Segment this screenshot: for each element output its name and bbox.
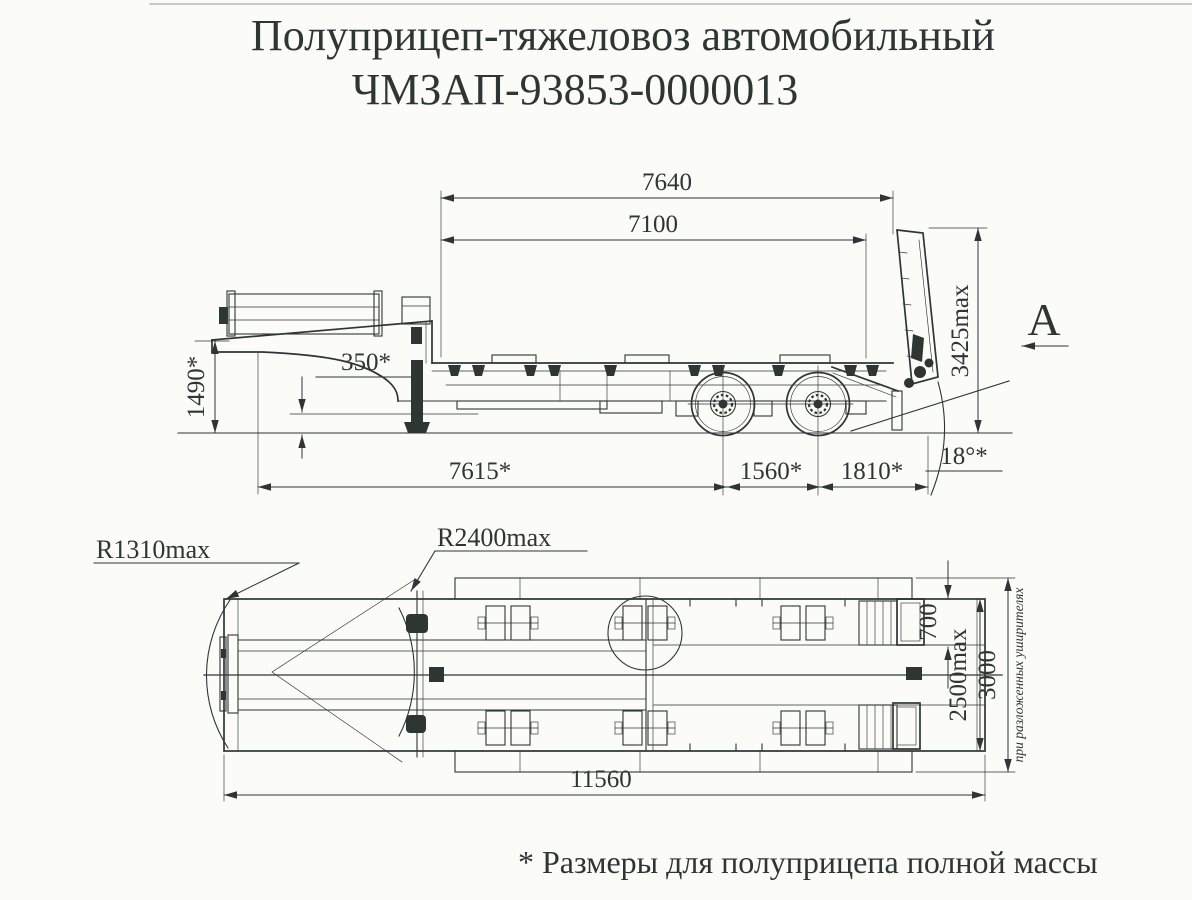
wheel-pair (772, 605, 834, 641)
axle-centerlines (687, 365, 854, 496)
view-label-a: А (1027, 294, 1060, 345)
dim-3000-group: 3000 (915, 577, 1016, 773)
dim-base-bogie: 1560* (740, 458, 803, 485)
deck-details (456, 354, 867, 417)
deck-frame-top (645, 598, 986, 752)
drawing-title-line1: Полуприцеп-тяжеловоз автомобильный (251, 11, 995, 60)
rear-ramps-top (858, 598, 925, 750)
dim-2500-group: 2500max (945, 598, 984, 752)
landing-gear-top (406, 590, 444, 758)
dim-1490-group: 1490* (183, 340, 230, 434)
wheel-pair (772, 710, 834, 746)
landing-gear (404, 327, 430, 433)
spare-wheel-circle (607, 595, 683, 671)
dim-base-front: 7615* (449, 458, 512, 485)
r1310-arc (205, 599, 231, 749)
footnote: * Размеры для полуприцепа полной массы (518, 844, 1098, 880)
wheel-pair (614, 710, 676, 746)
loading-ramp-raised (896, 229, 946, 496)
gooseneck-frame-top (219, 634, 647, 714)
dim-length-top: 7640 (642, 169, 692, 196)
wheel-pair (477, 605, 539, 641)
rear-frame (830, 365, 903, 431)
dim-11560-group: 11560 (223, 754, 986, 802)
drawing-title-line2: ЧМЗАП-93853-0000013 (352, 65, 799, 114)
dim-7100-group: 7100 (440, 211, 867, 359)
swing-radius-arcs (205, 579, 415, 763)
stake-pockets (448, 365, 879, 376)
dim-height-front: 1490* (183, 356, 210, 419)
dim-clearance: 350* (341, 349, 391, 376)
king-pin (429, 667, 444, 682)
dim-350-group: 350* (298, 349, 418, 459)
departure-angle-line (850, 380, 1010, 432)
wheels-top-view (477, 595, 834, 746)
ramp-swing-arc (930, 381, 946, 496)
label-radius-neck: R2400max (437, 523, 551, 552)
dim-ramp-width: 700 (915, 603, 942, 641)
dim-ramp-angle: 18°* (940, 443, 988, 470)
wideners-note: при разложенных уширителях (1011, 588, 1026, 763)
dim-length-platform: 7100 (628, 211, 678, 238)
dim-7640-group: 7640 (440, 169, 894, 358)
top-view: R1310max R2400max 700 2500max 3000 при р… (93, 523, 1026, 802)
dim-length-overall: 11560 (570, 766, 632, 793)
dim-700-group: 700 (915, 560, 960, 689)
title-block: Полуприцеп-тяжеловоз автомобильный ЧМЗАП… (251, 11, 995, 114)
r2400-arc (398, 607, 415, 737)
dim-3425-group: 3425max (928, 227, 988, 434)
label-radius-front: R1310max (96, 535, 210, 564)
side-wideners (454, 577, 913, 773)
dim-height-max: 3425max (947, 284, 974, 378)
wheel-pair (477, 710, 539, 746)
radius-labels: R1310max R2400max (93, 523, 588, 600)
wheel-pair-circled (607, 595, 683, 671)
view-direction-a: А (1021, 294, 1069, 350)
side-view: 18°* А 7640 7100 3425max 1490* (177, 169, 1069, 496)
dim-base-rear: 1810* (841, 458, 904, 485)
dim-base-group: 7615* 1560* 1810* (257, 351, 929, 495)
gooseneck-platform (219, 290, 431, 337)
dim-width-overall: 3000 (974, 650, 1001, 700)
dim-width-max: 2500max (945, 628, 972, 722)
